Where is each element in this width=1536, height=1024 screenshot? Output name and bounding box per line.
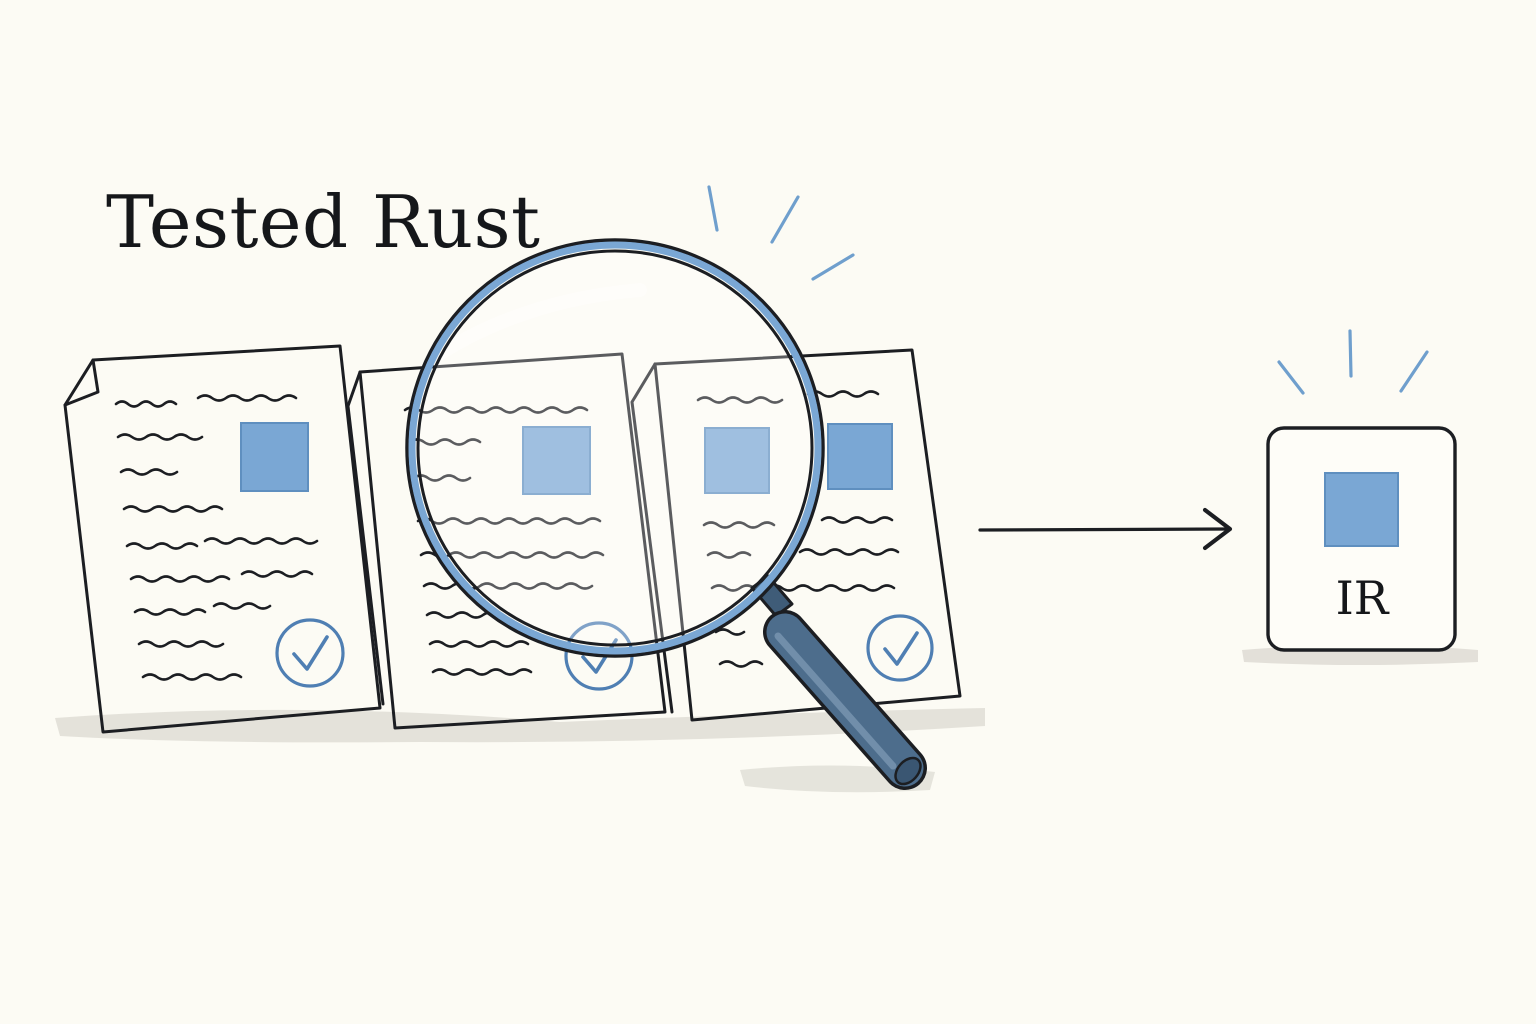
- page-title: Tested Rust: [106, 180, 540, 264]
- magnifier-lens-ring: [405, 238, 825, 658]
- check-circle-icon: [275, 618, 345, 688]
- highlight-rays: [707, 185, 855, 281]
- ir-highlight-rays: [1277, 329, 1429, 395]
- ir-card-icon: IR: [1266, 426, 1457, 652]
- document-text-lines: [114, 394, 319, 681]
- document-icon: [346, 352, 667, 730]
- ir-label: IR: [1336, 571, 1390, 625]
- document-icon: [63, 344, 382, 734]
- document-text-lines: [696, 390, 900, 668]
- arrow-right-icon: [978, 507, 1233, 551]
- magnifier-handle: [763, 610, 927, 790]
- document-icon: [630, 348, 962, 722]
- check-circle-icon: [866, 614, 934, 682]
- magnifying-glass-icon: [405, 238, 927, 790]
